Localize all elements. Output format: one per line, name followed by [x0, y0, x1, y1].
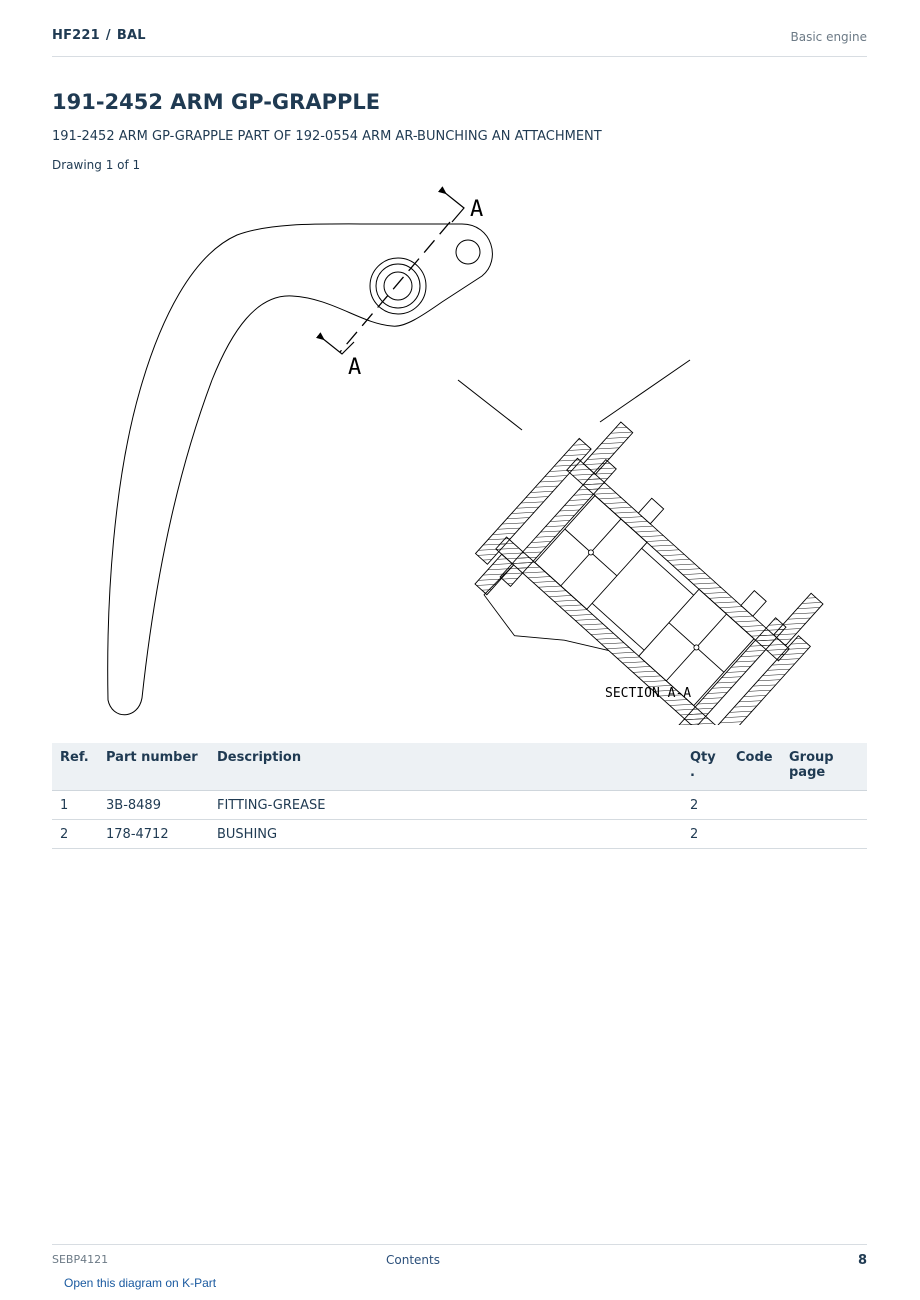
parts-table: Ref. Part number Description Qty. Code G… [52, 743, 867, 849]
contents-link[interactable]: Contents [386, 1253, 440, 1267]
cell-group-page [781, 790, 867, 820]
leader-lines [457, 359, 691, 431]
header-qty-line1: Qty [690, 750, 716, 765]
open-kpart-link[interactable]: Open this diagram on K-Part [64, 1276, 217, 1290]
drawing-count: Drawing 1 of 1 [52, 158, 141, 172]
section-marker-top: A [470, 197, 483, 222]
breadcrumb: HF221 / BAL [52, 28, 146, 43]
cell-qty: 2 [682, 790, 728, 820]
section-view-drawing [474, 421, 824, 725]
cell-description: BUSHING [209, 819, 682, 849]
grapple-arm-drawing [107, 223, 493, 716]
parts-diagram: A A [52, 180, 867, 725]
page-subtitle: 191-2452 ARM GP-GRAPPLE PART OF 192-0554… [52, 129, 602, 144]
header-ref: Ref. [52, 743, 98, 791]
header-qty-line2: . [690, 765, 695, 780]
header-part-number: Part number [98, 743, 209, 791]
breadcrumb-separator: / [105, 28, 111, 43]
section-name: Basic engine [790, 30, 867, 44]
cell-ref: 1 [52, 790, 98, 820]
page-header: HF221 / BAL Basic engine [52, 28, 867, 57]
header-group-page-line1: Group [789, 750, 834, 765]
cell-code [728, 819, 781, 849]
header-description: Description [209, 743, 682, 791]
cell-part-number: 178-4712 [98, 819, 209, 849]
section-cut-line [316, 186, 465, 355]
table-row: 1 3B-8489 FITTING-GREASE 2 [52, 790, 867, 820]
cell-group-page [781, 819, 867, 849]
page-number: 8 [857, 1253, 867, 1268]
page-footer: SEBP4121 Contents 8 [52, 1244, 867, 1269]
section-label: SECTION A-A [605, 686, 691, 701]
cell-qty: 2 [682, 819, 728, 849]
cell-code [728, 790, 781, 820]
breadcrumb-serial: BAL [116, 28, 146, 43]
cell-ref: 2 [52, 819, 98, 849]
header-group-page-line2: page [789, 765, 826, 780]
page-title: 191-2452 ARM GP-GRAPPLE [52, 90, 381, 114]
header-code: Code [728, 743, 781, 791]
breadcrumb-model: HF221 [52, 28, 100, 43]
cell-part-number: 3B-8489 [98, 790, 209, 820]
header-qty: Qty. [682, 743, 728, 791]
cell-description: FITTING-GREASE [209, 790, 682, 820]
table-row: 2 178-4712 BUSHING 2 [52, 819, 867, 849]
table-header-row: Ref. Part number Description Qty. Code G… [52, 743, 867, 791]
section-marker-bottom: A [348, 355, 361, 380]
document-id: SEBP4121 [52, 1253, 109, 1266]
